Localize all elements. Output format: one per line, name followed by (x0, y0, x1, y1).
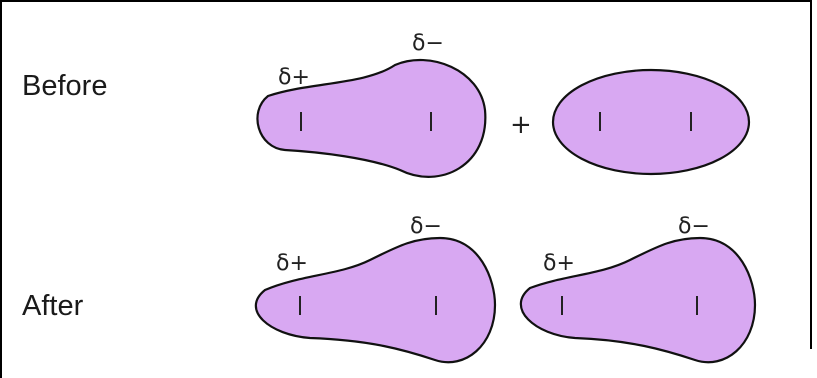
after-label: After (22, 290, 84, 322)
frame-right-border (810, 0, 812, 349)
after-right-molecule: δ+ δ− (519, 214, 757, 364)
after-left-delta-plus-label: δ+ (276, 251, 308, 276)
after-right-delta-minus-label: δ− (678, 214, 710, 239)
before-nonpolar-molecule-shape (551, 68, 751, 176)
frame-top-border (0, 0, 812, 2)
after-left-delta-minus-label: δ− (410, 214, 442, 239)
after-right-molecule-shape (519, 236, 757, 364)
before-polarized-molecule: δ+ δ− (256, 31, 487, 178)
before-label: Before (22, 70, 108, 102)
before-polarized-molecule-shape (256, 58, 487, 178)
after-left-molecule: δ+ δ− (254, 214, 497, 364)
before-nonpolar-molecule (551, 68, 751, 176)
before-delta-plus-label: δ+ (278, 65, 310, 90)
plus-sign: + (510, 110, 532, 140)
frame-left-border (0, 0, 2, 378)
after-right-delta-plus-label: δ+ (543, 251, 575, 276)
before-delta-minus-label: δ− (412, 31, 444, 56)
after-left-molecule-shape (254, 236, 497, 364)
